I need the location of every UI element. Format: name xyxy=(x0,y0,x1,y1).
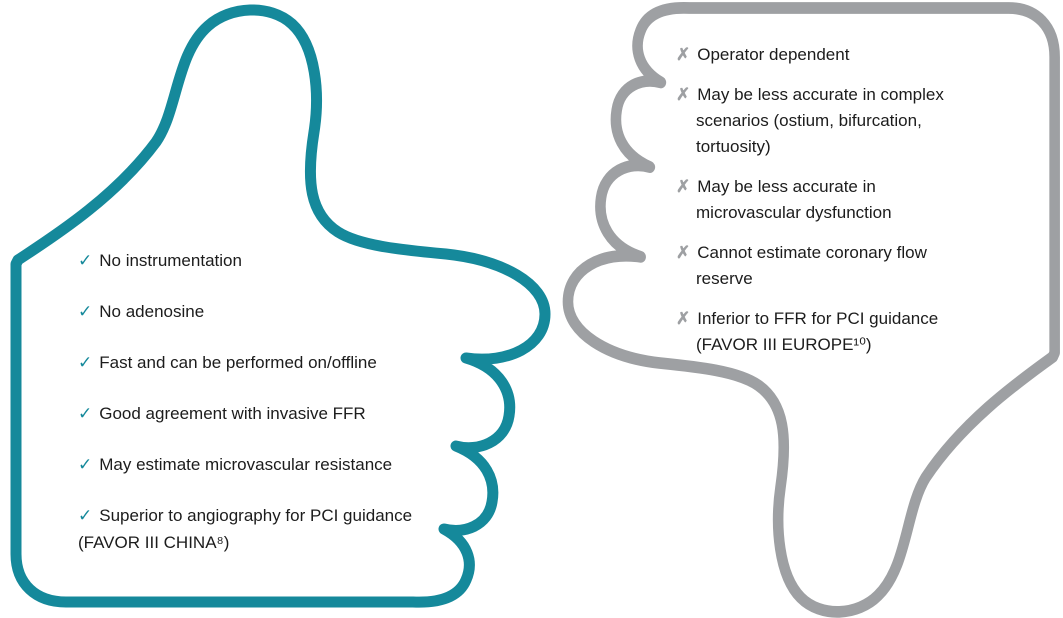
con-item-text: Operator dependent xyxy=(697,45,850,64)
pro-item-text: Good agreement with invasive FFR xyxy=(99,404,366,423)
con-item: ✗ May be less accurate in microvascular d… xyxy=(676,174,978,226)
check-icon: ✓ xyxy=(78,251,93,270)
check-icon: ✓ xyxy=(78,506,93,525)
con-item-text: Cannot estimate coronary flow reserve xyxy=(696,243,927,288)
pro-item: ✓ Fast and can be performed on/offline xyxy=(78,349,418,376)
con-item-text: May be less accurate in microvascular dy… xyxy=(696,177,892,222)
con-item-text: Inferior to FFR for PCI guidance (FAVOR … xyxy=(696,309,939,354)
con-item: ✗ Operator dependent xyxy=(676,42,978,68)
pro-item: ✓ Good agreement with invasive FFR xyxy=(78,400,418,427)
pro-item: ✓ No adenosine xyxy=(78,298,418,325)
check-icon: ✓ xyxy=(78,302,93,321)
check-icon: ✓ xyxy=(78,455,93,474)
cross-icon: ✗ xyxy=(676,309,691,328)
cross-icon: ✗ xyxy=(676,177,691,196)
pro-item-text: Superior to angiography for PCI guidance… xyxy=(78,506,413,552)
con-item: ✗ Cannot estimate coronary flow reserve xyxy=(676,240,978,292)
check-icon: ✓ xyxy=(78,404,93,423)
check-icon: ✓ xyxy=(78,353,93,372)
pro-item: ✓ May estimate microvascular resistance xyxy=(78,451,418,478)
con-item: ✗ Inferior to FFR for PCI guidance (FAVOR… xyxy=(676,306,978,358)
pro-item-text: Fast and can be performed on/offline xyxy=(99,353,377,372)
con-item: ✗ May be less accurate in complex scenari… xyxy=(676,82,978,160)
cross-icon: ✗ xyxy=(676,243,691,262)
pro-item-text: May estimate microvascular resistance xyxy=(99,455,393,474)
cons-list: ✗ Operator dependent ✗ May be less accurat… xyxy=(676,42,978,372)
pro-item: ✓Superior to angiography for PCI guidanc… xyxy=(78,502,418,556)
pro-item: ✓ No instrumentation xyxy=(78,247,418,274)
cross-icon: ✗ xyxy=(676,45,691,64)
pro-item-text: No adenosine xyxy=(99,302,205,321)
pros-list: ✓ No instrumentation ✓ No adenosine ✓ Fast … xyxy=(78,247,418,580)
cross-icon: ✗ xyxy=(676,85,691,104)
con-item-text: May be less accurate in complex scenario… xyxy=(696,85,944,156)
pro-item-text: No instrumentation xyxy=(99,251,242,270)
